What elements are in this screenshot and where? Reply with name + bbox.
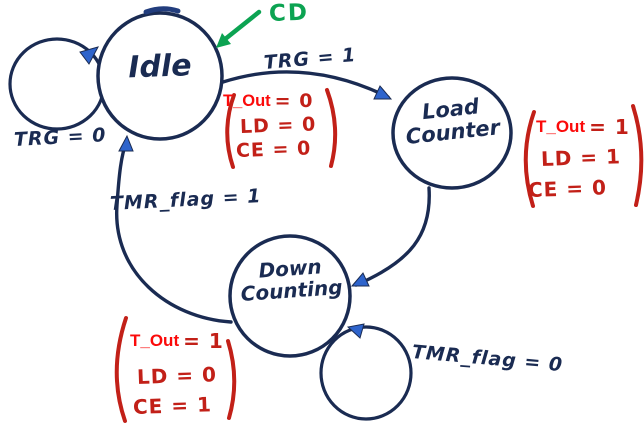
state-circle-down-counting <box>228 234 352 358</box>
down-to-idle-arrowhead-icon <box>118 134 134 152</box>
state-label-down-counting: Down Counting <box>224 254 357 306</box>
idle-to-load-counter-arc <box>221 70 390 99</box>
state-circle-load-counter <box>391 76 513 190</box>
down-counting-to-idle-arc <box>115 138 233 324</box>
down-counting-self-loop-stroke <box>319 325 413 421</box>
parenthesis-stroke <box>114 316 128 423</box>
parenthesis-stroke <box>523 110 536 208</box>
load-counter-to-down-counting-arc <box>354 186 431 287</box>
down-self-loop-arrowhead-icon <box>346 323 365 339</box>
idle-output-tout-value: = 0 <box>274 90 314 112</box>
cd-arrow-shaft <box>221 9 262 43</box>
down-counting-output-tout-line: T_Out = 1 <box>130 329 224 353</box>
idle-self-loop-arrowhead-icon <box>79 46 99 65</box>
idle-output-tout-label: T_Out <box>223 91 271 110</box>
idle-output-ld-line: LD = 0 <box>239 113 317 138</box>
state-circle-idle <box>96 11 224 141</box>
idle-output-ce-line: CE = 0 <box>235 137 312 162</box>
down-counting-output-ce-line: CE = 1 <box>132 392 213 419</box>
load-to-down-arrowhead-icon <box>350 272 370 287</box>
load-counter-output-ce-line: CE = 0 <box>527 175 608 202</box>
state-label-idle: Idle <box>127 48 193 86</box>
down-counting-output-tout-value: = 1 <box>183 329 224 353</box>
pen-overlap-mark <box>143 6 181 15</box>
load-counter-output-tout-line: T_Out = 1 <box>536 115 630 139</box>
idle-output-tout-line: T_Out = 0 <box>223 90 313 112</box>
load-counter-output-ld-line: LD = 1 <box>540 144 622 171</box>
load-counter-output-tout-value: = 1 <box>589 115 630 139</box>
parenthesis-stroke <box>325 88 338 168</box>
cd-input-label: CD <box>268 0 310 27</box>
idle-to-load-arrowhead-icon <box>373 85 393 100</box>
down-counting-output-tout-label: T_Out <box>130 331 180 350</box>
cd-arrowhead-icon <box>216 33 231 48</box>
parenthesis-stroke <box>226 339 237 420</box>
down-counting-output-ld-line: LD = 0 <box>136 362 218 389</box>
parenthesis-stroke <box>225 93 236 169</box>
load-counter-output-tout-label: T_Out <box>536 117 586 136</box>
parenthesis-stroke <box>631 104 644 207</box>
